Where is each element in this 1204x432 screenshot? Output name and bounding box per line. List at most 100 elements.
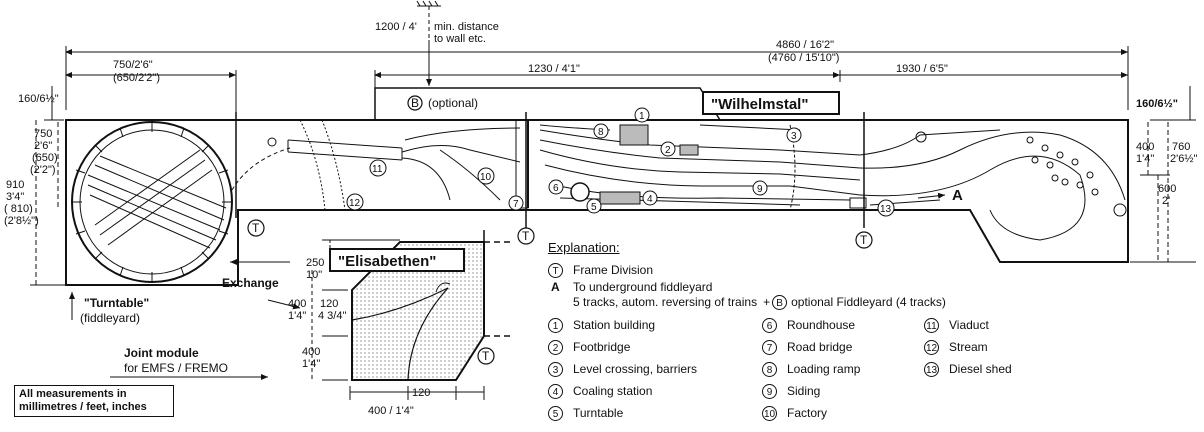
optional-fiddleyard-icon: B: [772, 295, 788, 310]
svg-text:400 / 1'4": 400 / 1'4": [368, 405, 414, 417]
legend: Explanation: T Frame Division A To under…: [548, 240, 1168, 428]
optional-fiddleyard-outline: [374, 87, 721, 121]
frame-divisions: [235, 112, 865, 228]
svg-text:400: 400: [302, 346, 320, 358]
svg-text:5: 5: [591, 202, 597, 213]
svg-text:2: 2: [665, 145, 671, 156]
elisabethen-title: "Elisabethen": [338, 253, 436, 270]
svg-text:600: 600: [1158, 183, 1176, 195]
svg-text:160/6½": 160/6½": [1136, 98, 1178, 110]
svg-text:160/6½": 160/6½": [18, 93, 59, 105]
plan-number-markers: 1 2 3 4 5 6 7 8 9 10 11 12 13: [346, 107, 895, 217]
dimension-lines: [30, 46, 1196, 286]
svg-text:2'6": 2'6": [34, 140, 52, 152]
svg-text:750/2'6": 750/2'6": [113, 59, 153, 71]
wilhelmstal-title: "Wilhelmstal": [711, 96, 808, 113]
svg-text:1200 / 4': 1200 / 4': [375, 21, 417, 33]
svg-text:1'4": 1'4": [302, 358, 320, 370]
svg-text:Joint module: Joint module: [124, 346, 199, 360]
svg-text:2': 2': [1162, 195, 1170, 207]
svg-text:400: 400: [288, 298, 306, 310]
svg-text:(2'2"): (2'2"): [30, 164, 56, 176]
svg-text:min. distance: min. distance: [434, 21, 499, 33]
svg-text:1: 1: [639, 111, 645, 122]
svg-text:910: 910: [6, 179, 24, 191]
turntable-small: [570, 182, 590, 202]
svg-text:1'4": 1'4": [1136, 153, 1154, 165]
svg-text:11: 11: [372, 164, 383, 175]
svg-text:3: 3: [791, 131, 797, 142]
elisabethen-title-box: [329, 248, 465, 272]
legend-frame-division: T Frame Division: [548, 263, 653, 278]
legend-heading: Explanation:: [548, 240, 620, 255]
station-building: [619, 124, 649, 146]
legend-underground: A To underground fiddleyard: [551, 280, 713, 294]
svg-text:T: T: [522, 229, 530, 243]
svg-text:760: 760: [1172, 141, 1190, 153]
svg-text:"Turntable": "Turntable": [84, 296, 149, 310]
svg-text:(fiddleyard): (fiddleyard): [80, 311, 140, 325]
svg-text:(2'8½"): (2'8½"): [4, 215, 39, 227]
wilhelmstal-title-box: [702, 91, 840, 115]
svg-text:T: T: [860, 233, 868, 247]
svg-text:9: 9: [757, 184, 763, 195]
baseboard-outline: [65, 119, 1129, 286]
svg-text:250: 250: [306, 257, 324, 269]
elisabethen-dimensions: [311, 239, 485, 400]
svg-text:120: 120: [412, 387, 430, 399]
turntable-fiddleyard: [71, 121, 291, 283]
svg-text:to wall etc.: to wall etc.: [434, 33, 486, 45]
diesel-shed: [849, 197, 867, 209]
legend-reversing: 5 tracks, autom. reversing of trains + B…: [573, 295, 946, 310]
svg-text:(4760 / 15'10"): (4760 / 15'10"): [768, 52, 839, 64]
svg-text:120: 120: [320, 298, 338, 310]
svg-text:1930 / 6'5": 1930 / 6'5": [896, 63, 948, 75]
svg-text:400: 400: [1136, 141, 1154, 153]
measurement-units-note: All measurements in millimetres / feet, …: [14, 385, 174, 417]
svg-text:12: 12: [349, 198, 361, 209]
trees: [1026, 136, 1099, 196]
svg-text:(650/2'2"): (650/2'2"): [113, 72, 160, 84]
svg-text:T: T: [482, 349, 490, 363]
svg-text:1230 / 4'1": 1230 / 4'1": [528, 63, 580, 75]
svg-text:3'4": 3'4": [6, 191, 24, 203]
svg-text:for EMFS / FREMO: for EMFS / FREMO: [124, 361, 228, 375]
svg-text:4: 4: [647, 194, 653, 205]
frame-division-markers: T T T T: [247, 219, 873, 365]
svg-text:7: 7: [513, 199, 519, 210]
svg-text:4 3/4": 4 3/4": [318, 310, 346, 322]
svg-text:A: A: [952, 187, 963, 204]
svg-text:750: 750: [34, 128, 52, 140]
svg-text:(optional): (optional): [428, 96, 478, 110]
svg-text:B: B: [411, 96, 419, 110]
svg-text:8: 8: [598, 127, 604, 138]
svg-text:1'4": 1'4": [288, 310, 306, 322]
elisabethen-module: [351, 230, 510, 381]
station-tracks: [515, 119, 1126, 241]
viaduct-stream-area: [287, 119, 521, 211]
svg-text:Exchange: Exchange: [222, 276, 279, 290]
svg-text:13: 13: [880, 204, 892, 215]
svg-text:( 810): ( 810): [4, 203, 33, 215]
svg-text:6: 6: [553, 183, 559, 194]
svg-text:(650): (650): [32, 152, 58, 164]
frame-division-icon: T: [548, 263, 563, 278]
svg-text:2'6½": 2'6½": [1170, 153, 1198, 165]
svg-text:10": 10": [306, 269, 322, 281]
svg-text:4860 / 16'2": 4860 / 16'2": [776, 39, 834, 51]
svg-text:T: T: [252, 221, 260, 235]
